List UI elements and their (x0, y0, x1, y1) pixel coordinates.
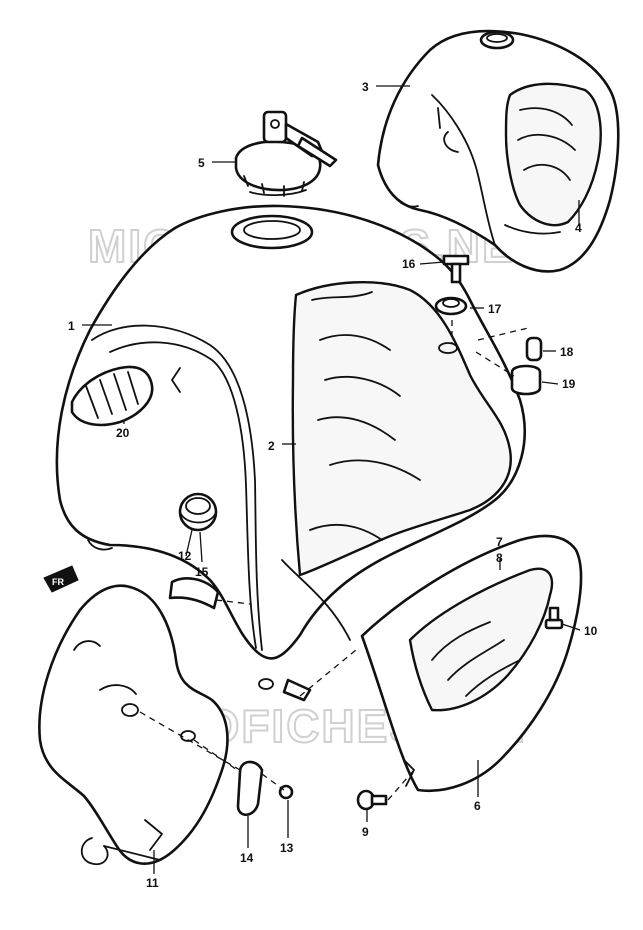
frame-cover-left-part (38, 584, 229, 866)
callout-9: 9 (362, 825, 369, 839)
leader-lines (82, 85, 581, 874)
callout-3: 3 (362, 80, 369, 94)
callout-15: 15 (195, 565, 209, 579)
fuel-cap-part (234, 110, 338, 197)
callout-6: 6 (474, 799, 481, 813)
callout-11: 11 (146, 876, 159, 890)
front-marker-label: FR (52, 577, 64, 587)
callout-5: 5 (198, 156, 205, 170)
callout-19: 19 (562, 377, 576, 391)
callout-2: 2 (268, 439, 275, 453)
callout-20: 20 (116, 426, 130, 440)
callout-4: 4 (575, 221, 582, 235)
callout-13: 13 (280, 841, 294, 855)
side-cover-right-part (360, 534, 583, 793)
callout-10: 10 (584, 624, 598, 638)
callout-12: 12 (178, 549, 192, 563)
callout-16: 16 (402, 257, 416, 271)
callout-7: 7 (496, 535, 503, 549)
callout-8: 8 (496, 551, 503, 565)
fuel-tank-part (55, 204, 526, 660)
callout-1: 1 (68, 319, 75, 333)
callout-17: 17 (488, 302, 502, 316)
callout-14: 14 (240, 851, 254, 865)
callout-18: 18 (560, 345, 574, 359)
hardware-parts (236, 254, 564, 817)
callout-labels: 1 2 3 4 5 6 7 8 9 10 11 12 13 14 15 16 1… (68, 80, 598, 890)
tank-cover-part (376, 29, 620, 273)
front-direction-marker: FR (43, 565, 79, 593)
